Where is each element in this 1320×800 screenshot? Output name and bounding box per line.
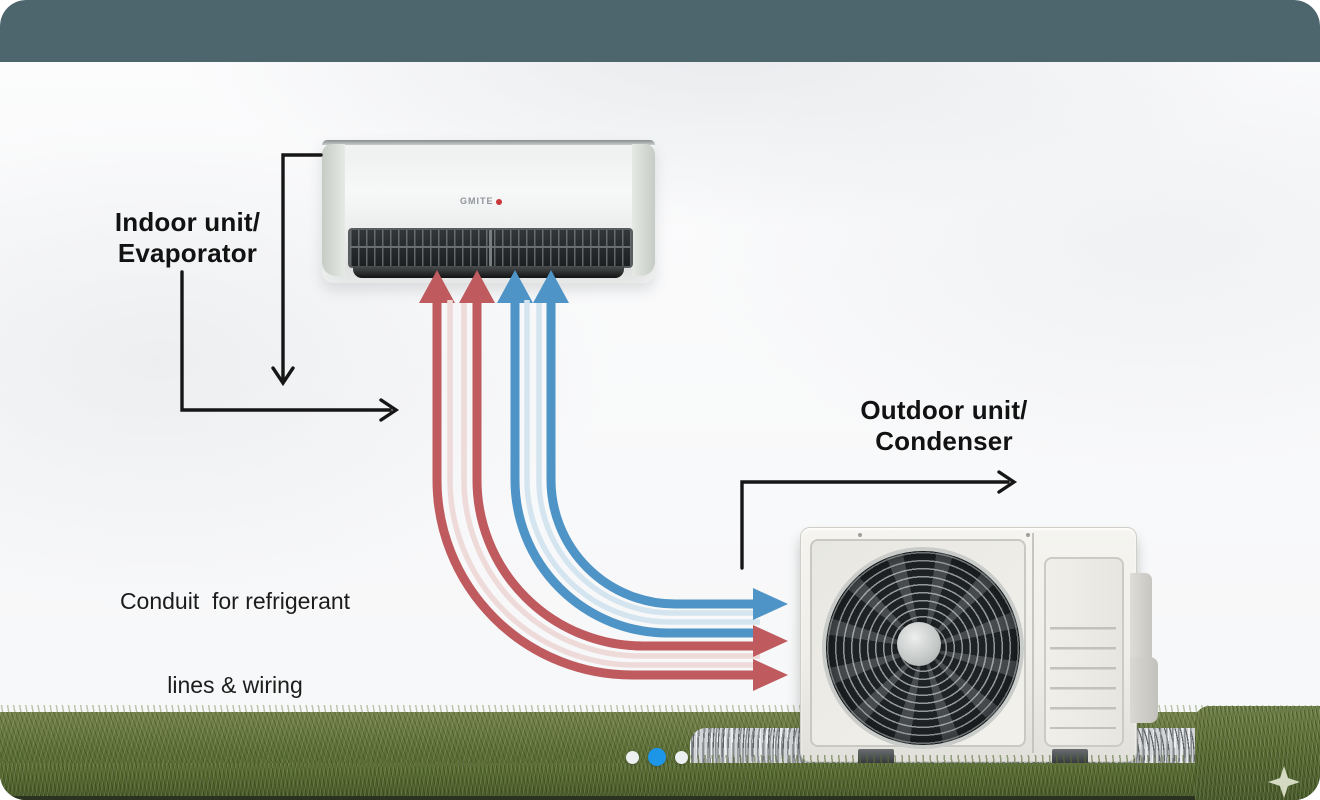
conduit-line-blue	[546, 300, 754, 609]
arrowhead-right-icon	[997, 470, 1018, 494]
outdoor-label-line2: Condenser	[875, 426, 1013, 456]
conduit-label-line2: lines & wiring	[167, 672, 303, 698]
arrowhead-down-icon	[271, 366, 295, 387]
grass-foreground	[0, 755, 1320, 800]
indoor-unit-left-cap	[322, 144, 345, 276]
top-banner	[0, 0, 1320, 62]
sparkle-icon	[1268, 766, 1300, 798]
indoor-label-line1: Indoor unit/	[114, 207, 261, 237]
outdoor-label-line1: Outdoor unit/	[860, 395, 1028, 425]
screw-icon	[858, 533, 862, 537]
screw-icon	[1026, 533, 1030, 537]
indoor-unit-label: Indoor unit/ Evaporator	[85, 207, 290, 269]
indoor-unit-louver	[353, 266, 624, 278]
indoor-unit-right-cap	[632, 144, 655, 276]
conduit-label: Conduit for refrigerant lines & wiring	[90, 531, 380, 755]
brand-text: GMITE	[460, 196, 494, 206]
indoor-unit-top-edge	[322, 140, 655, 145]
fan-hub	[897, 622, 941, 666]
indoor-label-line2: Evaporator	[117, 238, 258, 268]
conduit-line-pale_pink	[447, 300, 760, 668]
brand-dot-icon	[495, 198, 502, 205]
conduit-right-arrowhead	[753, 659, 788, 691]
conduit-line-red	[432, 300, 754, 680]
carousel-dot-active[interactable]	[648, 748, 666, 766]
grass-right-patch	[1195, 706, 1320, 800]
conduit-label-line1: Conduit for refrigerant	[119, 588, 351, 614]
annotation-arrow-line	[180, 270, 392, 412]
arrowhead-right-icon	[379, 398, 400, 422]
indoor-unit: GMITE	[322, 140, 655, 283]
side-vent-slats	[1050, 627, 1116, 729]
outdoor-unit-side-bracket-lower	[1130, 657, 1158, 723]
carousel-dots	[626, 748, 688, 766]
conduit-line-red	[472, 300, 754, 651]
conduit-right-arrowhead	[753, 625, 788, 657]
conduit-line-blue	[510, 300, 754, 638]
outdoor-unit-label: Outdoor unit/ Condenser	[838, 395, 1050, 457]
carousel-dot[interactable]	[626, 750, 639, 764]
outdoor-unit	[800, 525, 1162, 765]
brand-logo: GMITE	[460, 196, 502, 206]
indoor-unit-vent-grille	[348, 228, 633, 268]
conduit-line-pale_blue	[536, 300, 760, 616]
conduit-line-pale_blue	[524, 300, 760, 625]
panel-divider	[1032, 533, 1034, 753]
carousel-dot[interactable]	[675, 750, 688, 764]
conduit-line-pale_pink	[461, 300, 760, 659]
conduit-right-arrowhead	[753, 588, 788, 620]
